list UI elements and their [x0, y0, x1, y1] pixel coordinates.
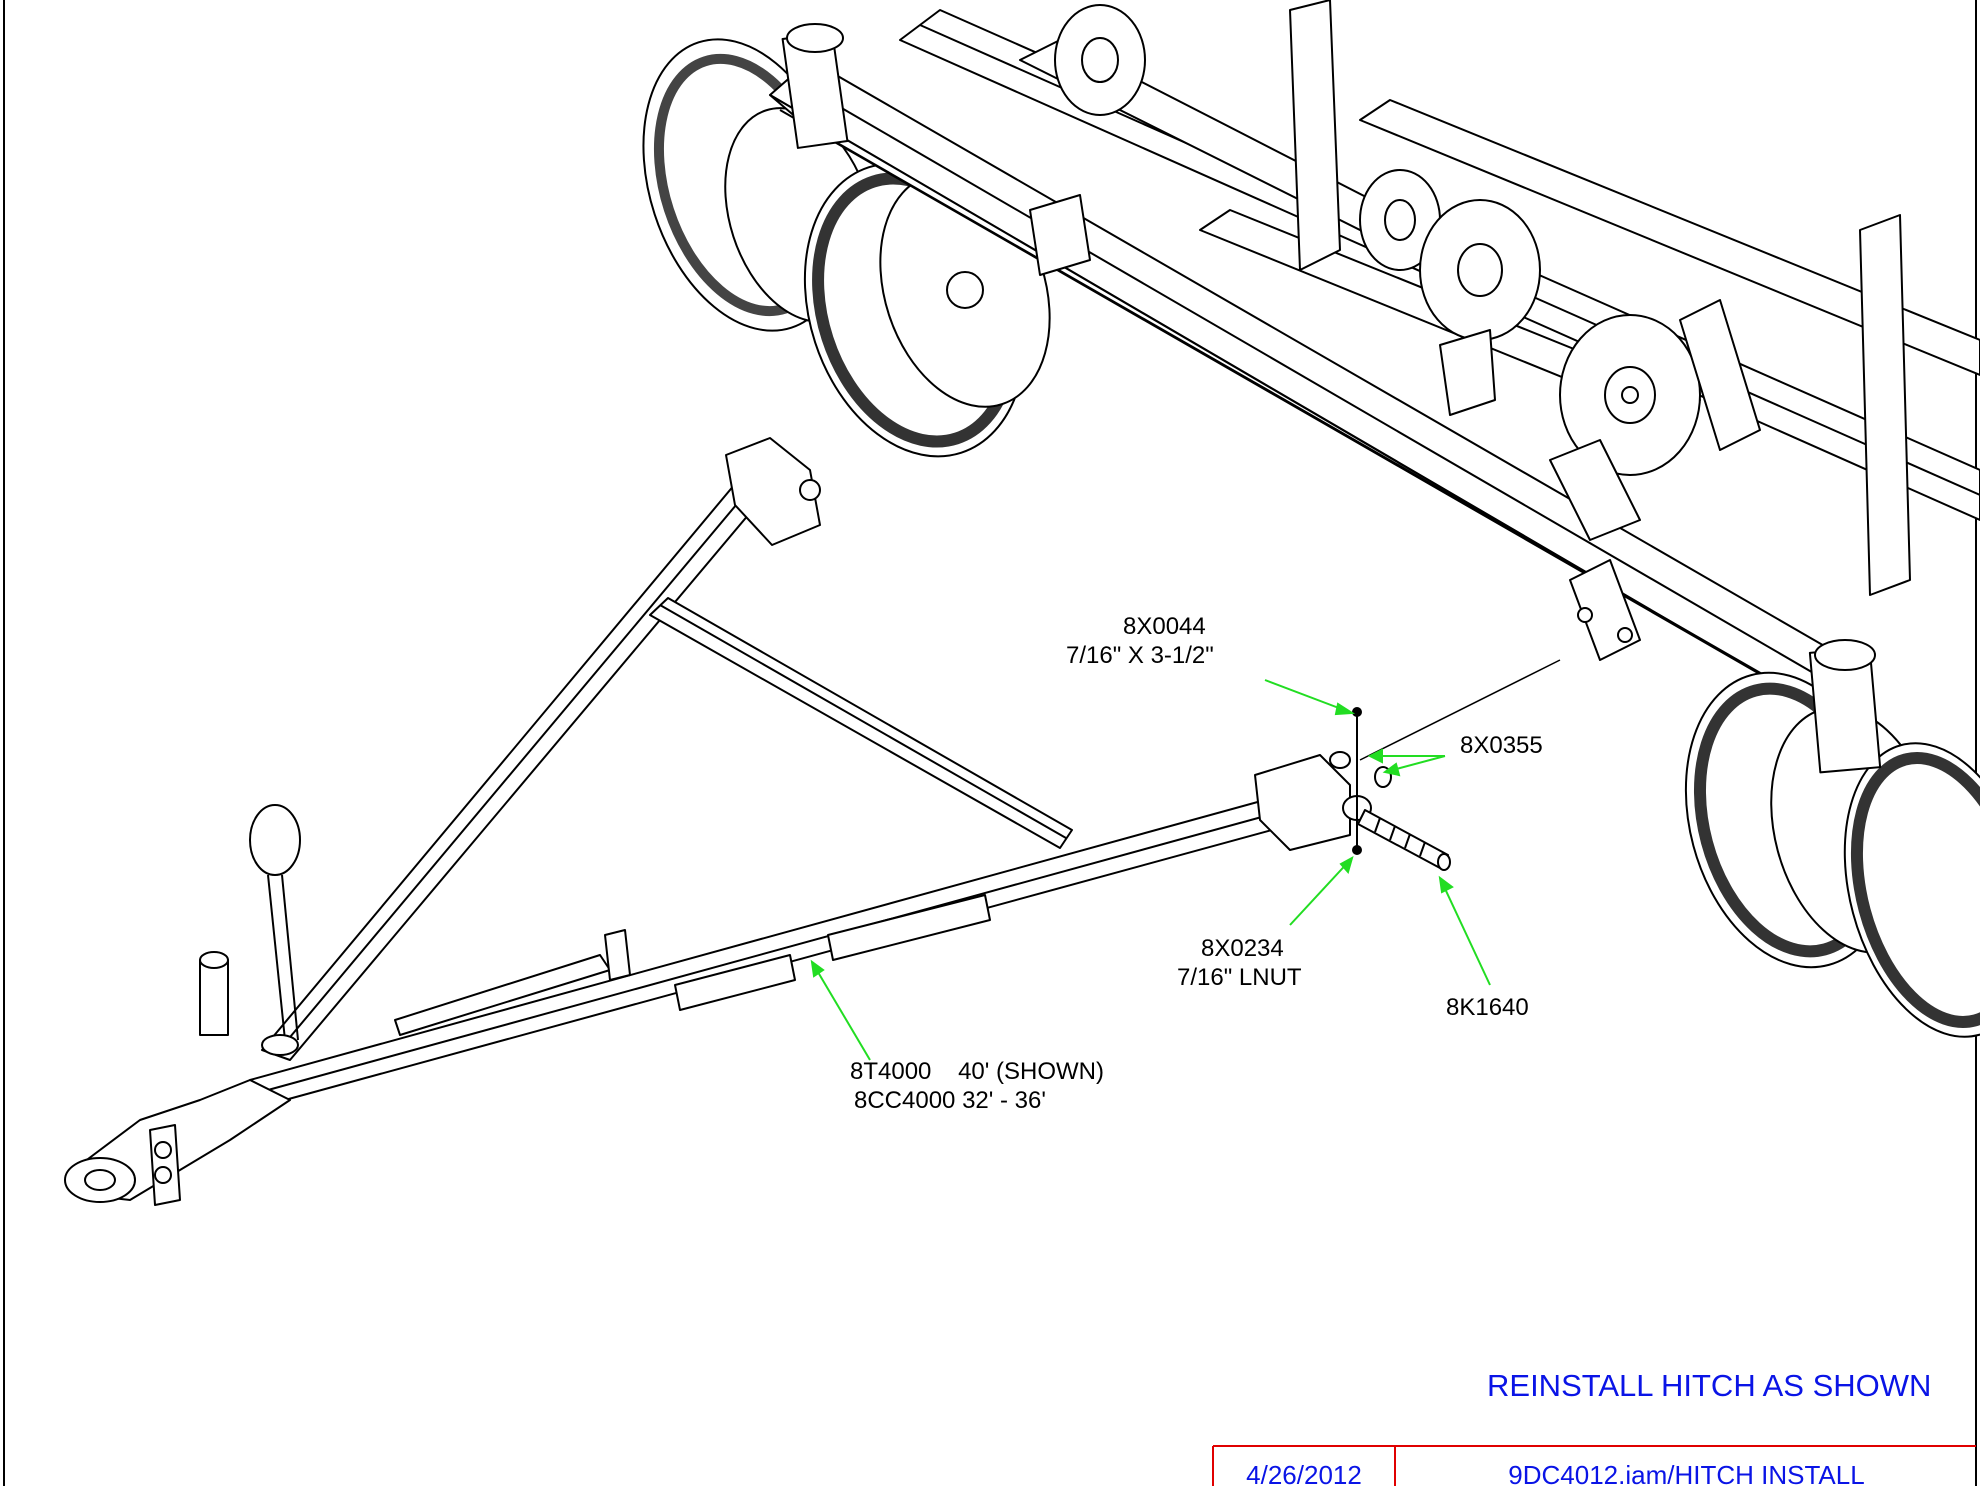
instruction-note: REINSTALL HITCH AS SHOWN [1487, 1368, 1932, 1403]
toolbar-hitch-bracket [1569, 559, 1641, 661]
hitch-main-tongue [249, 781, 1346, 1101]
tillage-machine-illustration [642, 0, 1980, 1038]
callout-nut-desc: 7/16" LNUT [1177, 964, 1302, 991]
tongue-decal-2 [827, 894, 991, 961]
jack-stand-loop [199, 804, 301, 1056]
disc-gang-assemblies [1054, 4, 1701, 476]
hitch-left-arm-bracket [725, 437, 821, 546]
hitch-clevis-tip [64, 1079, 291, 1206]
tongue-decal-1 [674, 954, 796, 1011]
frame-uprights [1029, 0, 1911, 596]
tongue-end-bracket [1254, 754, 1351, 851]
title-block-date: 4/26/2012 [1246, 1460, 1362, 1490]
callout-hitch-line1: 8T4000 40' (SHOWN) [850, 1058, 1104, 1085]
title-block-file: 9DC4012.iam/HITCH INSTALL [1508, 1460, 1865, 1490]
title-block [1212, 1445, 1976, 1486]
callout-pin-part: 8K1640 [1446, 994, 1529, 1021]
alignment-line [1359, 659, 1561, 761]
wheel-upper-front [803, 162, 1051, 458]
hitch-assembly-illustration [64, 437, 1561, 1206]
leader-arrows [810, 679, 1491, 1061]
callout-bolt-desc: 7/16" X 3-1/2" [1066, 642, 1214, 669]
wheel-spindles [781, 23, 1882, 774]
callout-washer-part: 8X0355 [1460, 732, 1543, 759]
callout-hitch-line2: 8CC4000 32' - 36' [854, 1087, 1046, 1114]
sheet-border [3, 0, 1977, 1486]
callout-nut-part: 8X0234 [1201, 935, 1284, 962]
callout-bolt-part: 8X0044 [1123, 613, 1206, 640]
pivot-hardware [1329, 707, 1451, 871]
